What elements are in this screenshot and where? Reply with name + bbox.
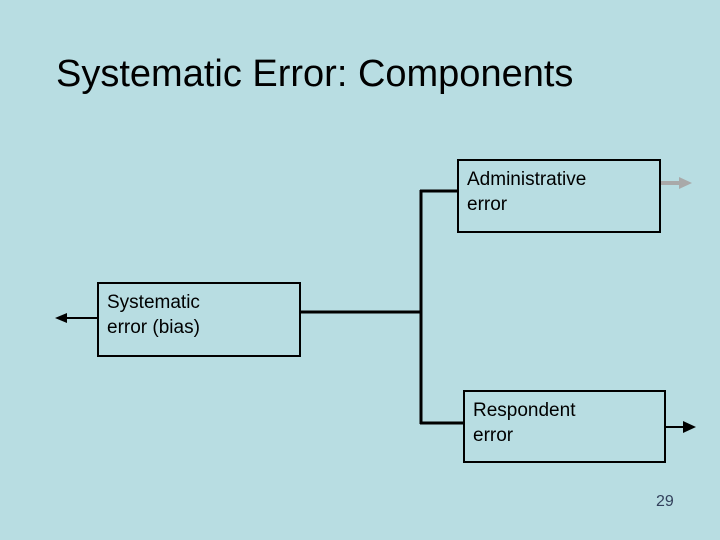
arrow-systematic-out-head <box>55 313 67 323</box>
arrow-respondent-out-head <box>683 421 696 433</box>
node-systematic-error-label: Systematic error (bias) <box>107 292 200 338</box>
arrow-administrative-out-head <box>679 177 692 189</box>
node-respondent-error-label: Respondent error <box>473 400 576 446</box>
node-respondent-error: Respondent error <box>463 390 666 463</box>
page-number: 29 <box>656 493 674 510</box>
node-systematic-error: Systematic error (bias) <box>97 282 301 357</box>
node-administrative-error-label: Administrative error <box>467 169 587 215</box>
node-administrative-error: Administrative error <box>457 159 661 233</box>
page-title: Systematic Error: Components <box>56 53 574 95</box>
